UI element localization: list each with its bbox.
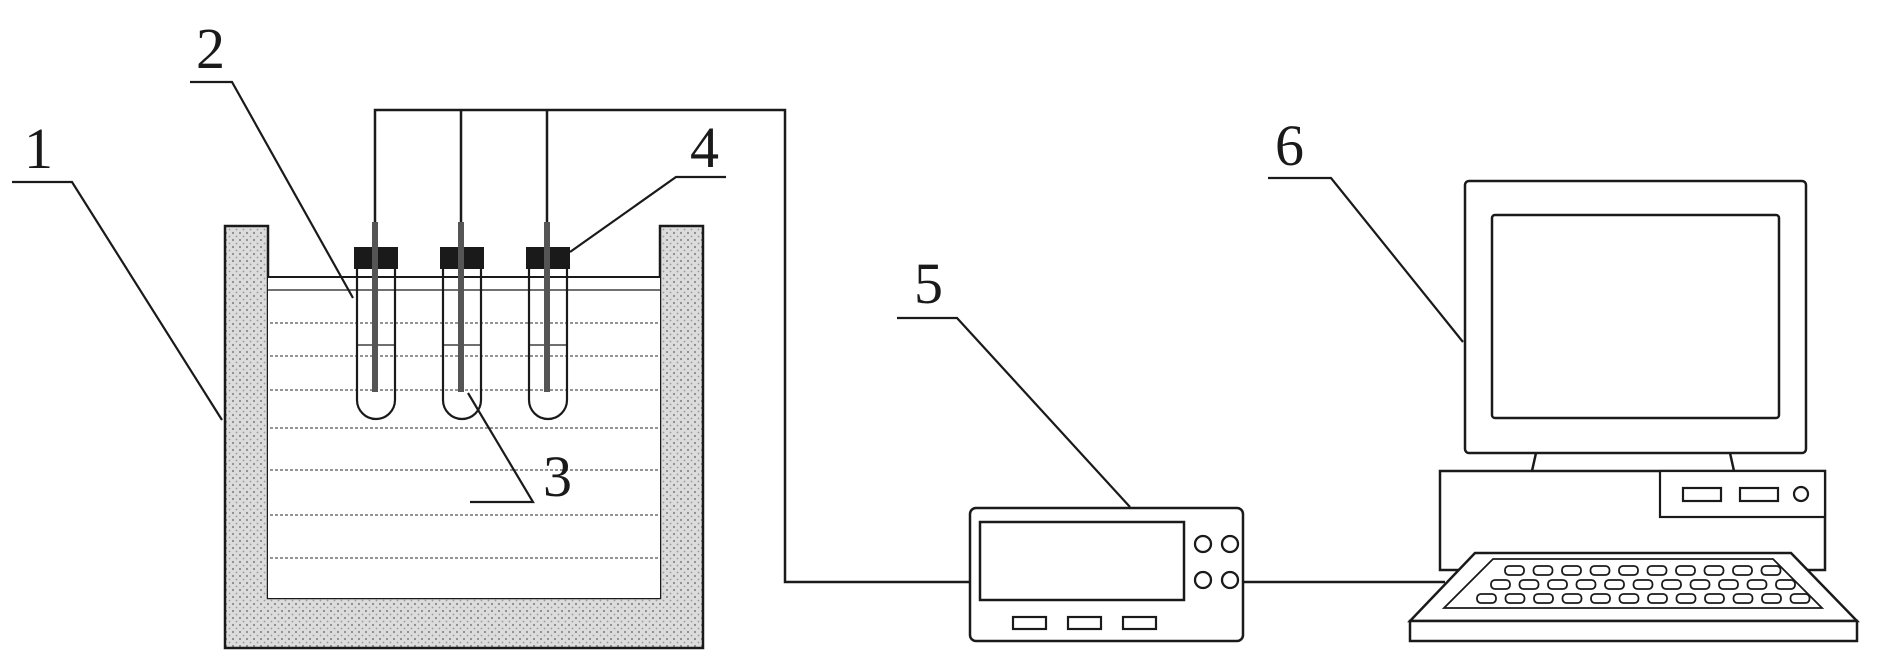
keyboard-key bbox=[1561, 565, 1582, 576]
keyboard-key bbox=[1775, 579, 1796, 590]
keyboard-key bbox=[1533, 593, 1554, 604]
keyboard-key bbox=[1732, 593, 1754, 604]
keyboard-key bbox=[1746, 579, 1768, 590]
monitor-screen bbox=[1490, 213, 1781, 420]
keyboard-key bbox=[1561, 593, 1583, 604]
drive-slot bbox=[1681, 486, 1723, 503]
logger-button bbox=[1121, 615, 1158, 631]
keyboard-key bbox=[1632, 579, 1654, 590]
keyboard-key bbox=[1704, 593, 1725, 604]
keyboard-key bbox=[1532, 565, 1554, 576]
desktop-computer bbox=[1407, 179, 1860, 643]
keyboard-key bbox=[1718, 579, 1739, 590]
callout-label-probe: 3 bbox=[543, 444, 572, 509]
callout-label-stopper: 4 bbox=[690, 115, 719, 180]
keyboard-key bbox=[1760, 565, 1782, 576]
keyboard-key bbox=[1661, 579, 1682, 590]
signal-cables bbox=[373, 108, 1445, 584]
keyboard-key bbox=[1504, 565, 1525, 576]
keyboard-key bbox=[1604, 579, 1625, 590]
keyboard-key bbox=[1575, 579, 1597, 590]
keyboard-key bbox=[1490, 579, 1511, 590]
test-tube-middle bbox=[440, 222, 484, 421]
leader-lines bbox=[12, 80, 1464, 508]
keyboard-key bbox=[1646, 565, 1668, 576]
keyboard-key bbox=[1689, 579, 1711, 590]
keyboard-key bbox=[1675, 565, 1696, 576]
keyboard-key bbox=[1547, 579, 1568, 590]
callout-label-tube: 2 bbox=[196, 16, 225, 81]
keyboard-key bbox=[1647, 593, 1668, 604]
data-logger bbox=[968, 506, 1245, 643]
keyboard-key bbox=[1504, 593, 1526, 604]
keyboard-key bbox=[1476, 593, 1497, 604]
monitor-stand bbox=[1530, 452, 1736, 472]
temperature-probe-middle bbox=[458, 222, 464, 392]
keyboard-key bbox=[1675, 593, 1697, 604]
keyboard-key bbox=[1732, 565, 1753, 576]
keyboard-key bbox=[1589, 565, 1611, 576]
keyboard-key bbox=[1789, 593, 1811, 604]
logger-button bbox=[1011, 615, 1048, 631]
logger-knob bbox=[1193, 534, 1213, 554]
power-button bbox=[1792, 485, 1810, 503]
test-tube-right bbox=[526, 222, 570, 421]
logger-knob bbox=[1220, 570, 1240, 590]
callout-label-bath: 1 bbox=[24, 116, 53, 181]
logger-button bbox=[1066, 615, 1103, 631]
callout-label-meter: 5 bbox=[914, 251, 943, 316]
keyboard-keys bbox=[1476, 565, 1811, 604]
keyboard-key bbox=[1761, 593, 1782, 604]
keyboard-key bbox=[1518, 579, 1540, 590]
keyboard-key bbox=[1703, 565, 1725, 576]
keyboard-key bbox=[1618, 593, 1640, 604]
drive-slot bbox=[1738, 486, 1780, 503]
temperature-probe-left bbox=[372, 222, 378, 392]
keyboard-key bbox=[1590, 593, 1611, 604]
logger-knob bbox=[1220, 534, 1240, 554]
logger-knob bbox=[1193, 570, 1213, 590]
callout-label-computer: 6 bbox=[1275, 113, 1304, 178]
test-tube-left bbox=[354, 222, 398, 421]
temperature-probe-right bbox=[544, 222, 550, 392]
keyboard-base bbox=[1408, 619, 1859, 643]
keyboard-key bbox=[1618, 565, 1639, 576]
logger-display bbox=[978, 520, 1186, 602]
